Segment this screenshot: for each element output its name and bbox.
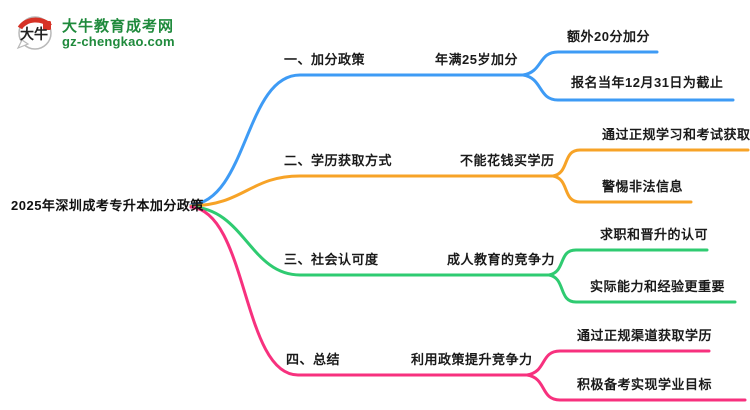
- svg-text:大牛: 大牛: [20, 26, 48, 43]
- logo-site-name: 大牛教育成考网: [62, 17, 175, 35]
- branch-1-subtopic[interactable]: 年满25岁加分: [435, 52, 518, 67]
- logo-site-domain: gz-chengkao.com: [62, 33, 175, 49]
- branch-2-title[interactable]: 二、学历获取方式: [284, 153, 393, 168]
- branch-4-lines: [189, 205, 747, 402]
- branch-1-leaf-2[interactable]: 报名当年12月31日为截止: [571, 75, 724, 90]
- branch-4-leaf-1[interactable]: 通过正规渠道获取学历: [577, 328, 713, 343]
- branch-3-subtopic[interactable]: 成人教育的竞争力: [447, 252, 556, 267]
- branch-2-leaf-1[interactable]: 通过正规学习和考试获取: [602, 127, 750, 142]
- branch-2-leaf-2[interactable]: 警惕非法信息: [602, 179, 684, 194]
- site-logo[interactable]: 大牛 大牛教育成考网 gz-chengkao.com: [16, 12, 175, 54]
- branch-3-leaf-2[interactable]: 实际能力和经验更重要: [590, 279, 726, 294]
- branch-4-title[interactable]: 四、总结: [286, 352, 341, 367]
- branch-3-leaf-1[interactable]: 求职和晋升的认可: [600, 227, 709, 242]
- branch-3-lines: [189, 205, 737, 304]
- logo-bubble-icon: 大牛: [16, 12, 56, 54]
- branch-2-subtopic[interactable]: 不能花钱买学历: [460, 153, 555, 168]
- branch-2-lines: [189, 148, 750, 208]
- branch-1-title[interactable]: 一、加分政策: [284, 52, 366, 67]
- branch-4-leaf-2[interactable]: 积极备考实现学业目标: [577, 377, 713, 392]
- branch-3-title[interactable]: 三、社会认可度: [284, 252, 379, 267]
- branch-4-subtopic[interactable]: 利用政策提升竞争力: [411, 352, 533, 367]
- branch-1-lines: [189, 50, 735, 207]
- logo-text: 大牛教育成考网 gz-chengkao.com: [62, 18, 175, 49]
- central-topic[interactable]: 2025年深圳成考专升本加分政策: [11, 198, 204, 213]
- branch-1-leaf-1[interactable]: 额外20分加分: [567, 29, 650, 44]
